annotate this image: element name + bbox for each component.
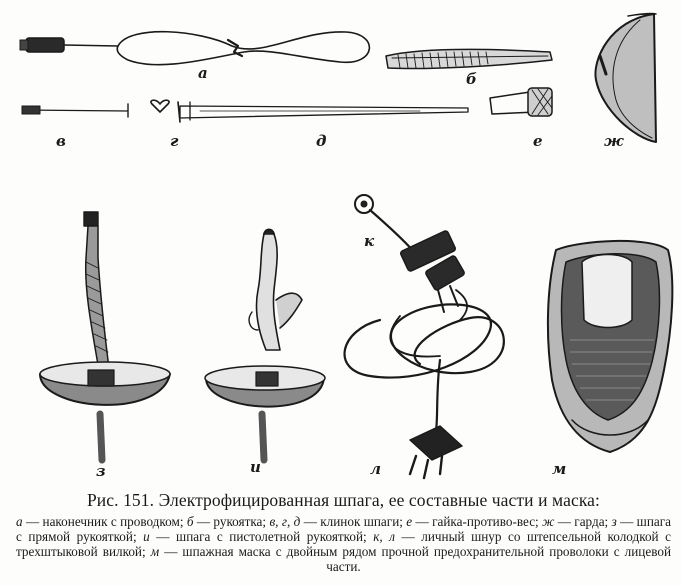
legend-key: з — [611, 514, 617, 529]
guard-drawing — [594, 12, 657, 143]
legend-text: — наконечник с проводком; — [22, 514, 187, 529]
label-e: е — [533, 132, 543, 150]
label-b: б — [466, 70, 477, 88]
label-z: з — [96, 462, 106, 480]
label-v: в — [56, 132, 66, 150]
legend-key: а — [16, 514, 23, 529]
legend-text: — гайка-противо-вес; — [412, 514, 543, 529]
figure-legend: а — наконечник с проводком; б — рукоятка… — [16, 514, 671, 574]
legend-key: м — [150, 544, 160, 559]
legend-key: к, л — [373, 529, 396, 544]
label-a: а — [198, 64, 208, 82]
blade-part-v-drawing — [21, 103, 129, 118]
epee-illustration — [19, 12, 674, 480]
figure-caption-title: Рис. 151. Электрофицированная шпага, ее … — [86, 490, 601, 510]
legend-key: б — [186, 514, 194, 529]
epee-pistol-handle-drawing — [204, 228, 326, 464]
counterweight-nut-drawing — [489, 87, 553, 117]
legend-text: — клинок шпаги; — [300, 514, 407, 529]
tip-with-wire-drawing — [19, 30, 371, 66]
label-i: и — [250, 458, 261, 476]
blade-part-g-drawing — [150, 99, 170, 113]
label-m: м — [552, 460, 567, 478]
legend-text: — личный шнур со штепсельной колодкой с … — [16, 529, 671, 559]
label-d: д — [316, 132, 327, 150]
legend-text: — гарда; — [554, 514, 612, 529]
label-l: л — [370, 460, 381, 478]
legend-key: и — [143, 529, 150, 544]
legend-text: — шпажная маска с двойным рядом прочной … — [159, 544, 671, 574]
legend-key: в, г, д — [269, 514, 301, 529]
blade-drawing — [177, 101, 469, 123]
legend-text: — шпага с прямой рукояткой; — [16, 514, 671, 544]
legend-text: — рукоятка; — [193, 514, 270, 529]
label-k: к — [364, 232, 375, 250]
label-zh: ж — [604, 132, 624, 150]
epee-straight-handle-drawing — [39, 211, 171, 464]
legend-key: е — [406, 514, 413, 529]
fencing-mask-drawing — [546, 239, 674, 453]
label-g: г — [170, 132, 179, 150]
handle-drawing — [385, 48, 553, 70]
legend-key: ж — [542, 514, 555, 529]
legend-text: — шпага с пистолетной рукояткой; — [149, 529, 374, 544]
body-cord-drawing — [343, 194, 505, 480]
